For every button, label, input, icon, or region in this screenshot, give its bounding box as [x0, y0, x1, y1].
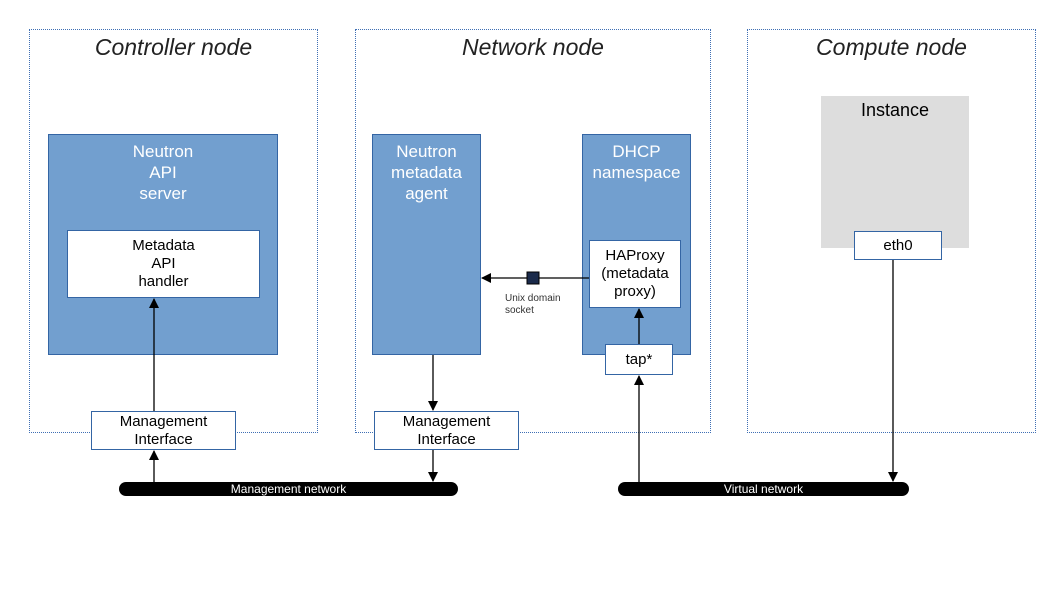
- network-node-title: Network node: [462, 34, 604, 60]
- management-network-label: Management network: [230, 482, 347, 496]
- compute-node-title: Compute node: [816, 34, 967, 60]
- haproxy-metadata-proxy: HAProxy (metadata proxy): [589, 240, 681, 308]
- controller-node-title: Controller node: [94, 34, 253, 60]
- neutron-api-server-label: Neutron API server: [132, 142, 194, 203]
- compute-node: Compute node: [747, 29, 1036, 433]
- metadata-api-handler: Metadata API handler: [67, 230, 260, 298]
- unix-socket-marker: [526, 271, 540, 285]
- virtual-network-bus: Virtual network: [618, 482, 909, 496]
- instance: Instance: [821, 96, 969, 248]
- unix-domain-socket-label: Unix domain socket: [505, 293, 561, 316]
- tap-interface: tap*: [605, 344, 673, 375]
- instance-label: Instance: [860, 100, 930, 120]
- management-network-bus: Management network: [119, 482, 458, 496]
- eth0-interface: eth0: [854, 231, 942, 260]
- dhcp-namespace-label: DHCP namespace: [592, 142, 681, 182]
- network-management-interface: Management Interface: [374, 411, 519, 450]
- neutron-metadata-agent: Neutron metadata agent: [372, 134, 481, 355]
- neutron-metadata-agent-label: Neutron metadata agent: [391, 142, 462, 203]
- virtual-network-label: Virtual network: [723, 482, 804, 496]
- controller-management-interface: Management Interface: [91, 411, 236, 450]
- network-node: Network node: [355, 29, 711, 433]
